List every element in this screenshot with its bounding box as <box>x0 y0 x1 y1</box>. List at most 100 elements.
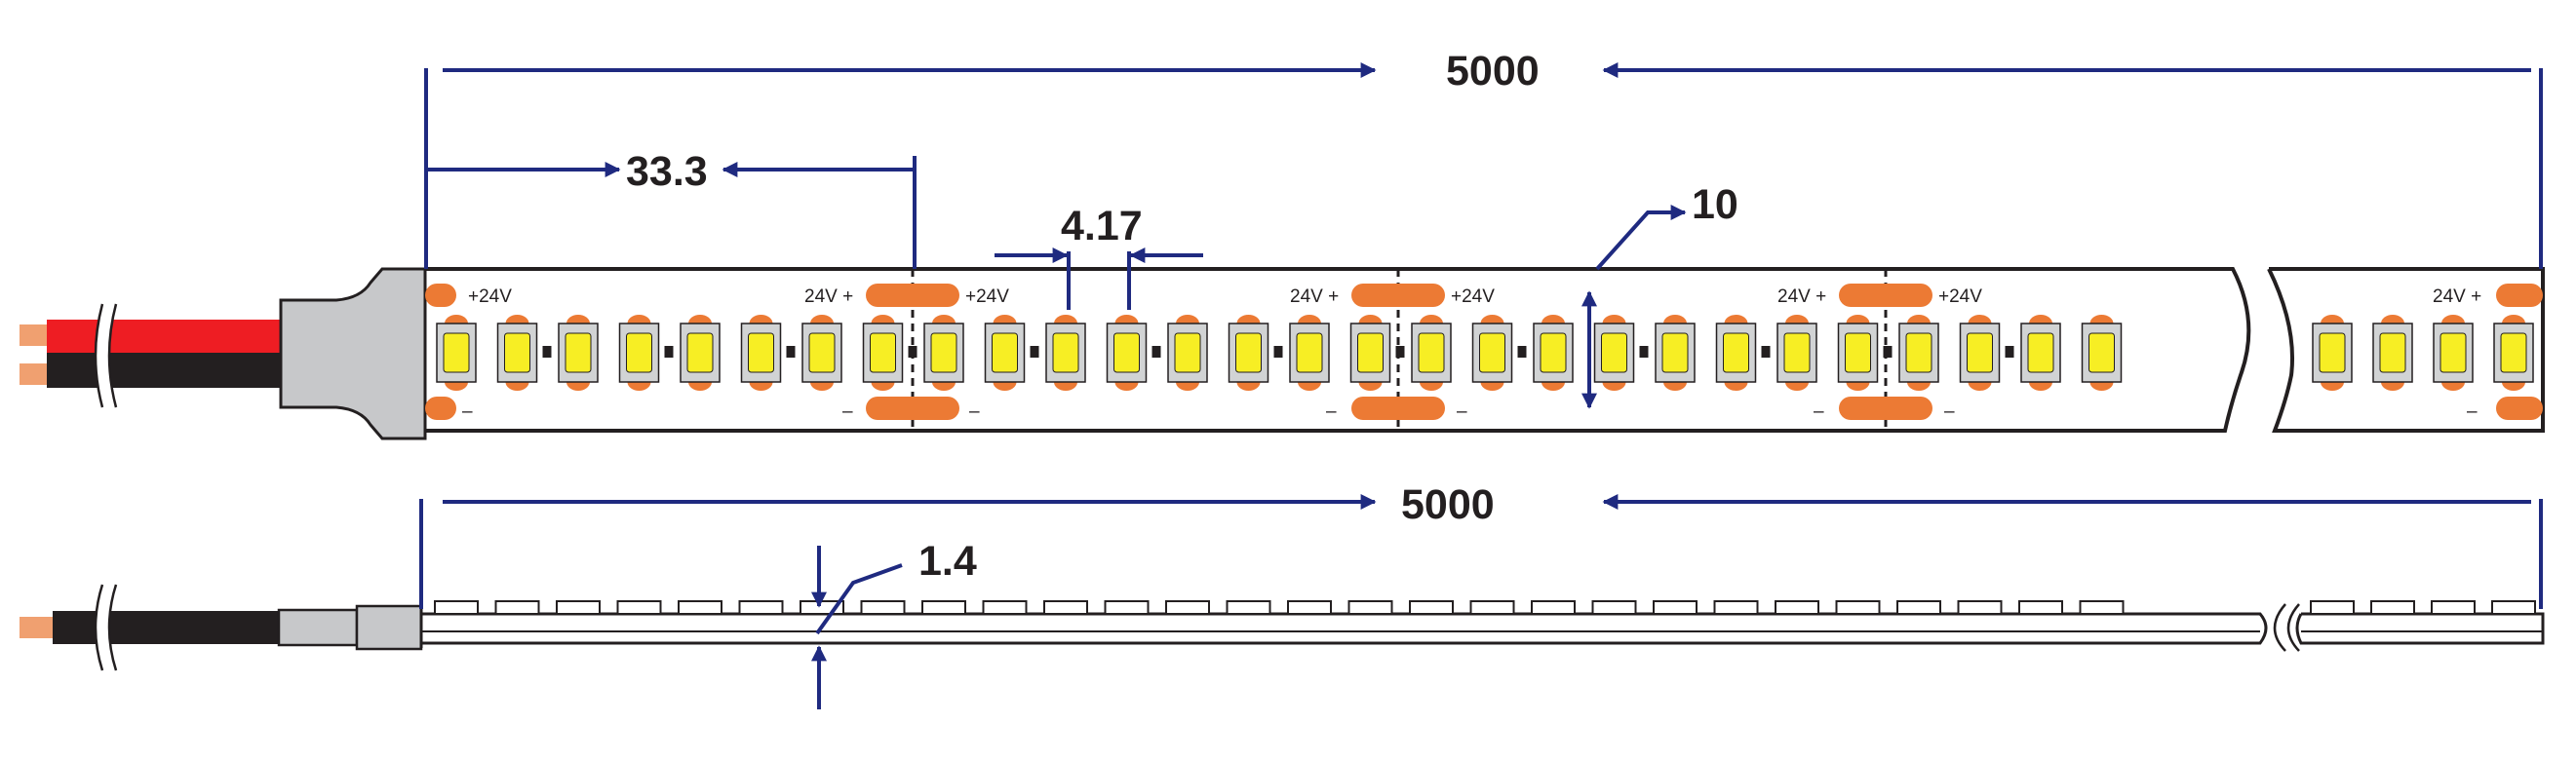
led-chip <box>740 315 782 391</box>
side-led-chip <box>738 600 784 615</box>
pad-label-positive: 24V + <box>1777 286 1826 307</box>
pad-label-positive: 24V + <box>2433 286 2481 307</box>
led-chip <box>436 315 477 391</box>
pad-label-positive: +24V <box>1938 286 1982 307</box>
side-led-chip <box>1957 600 2003 615</box>
side-cable <box>20 582 423 673</box>
resistor <box>2005 346 2014 358</box>
resistor <box>1517 346 1527 358</box>
strip-body <box>425 267 2545 433</box>
side-led-chip <box>1165 600 1210 615</box>
dimension-thickness: 1.4 <box>918 538 977 585</box>
pad-label-negative: – <box>1457 401 1467 422</box>
led-chip <box>1959 315 2001 391</box>
side-led-chip <box>1347 600 1393 615</box>
resistor <box>1883 346 1893 358</box>
led-chip <box>1411 315 1452 391</box>
led-chip <box>1045 315 1086 391</box>
led-chip <box>1533 315 1574 391</box>
led-chip <box>1167 315 1208 391</box>
led-chip <box>1349 315 1391 391</box>
led-chip <box>2081 315 2123 391</box>
pad-label-positive: +24V <box>965 286 1009 307</box>
led-chip <box>1593 315 1635 391</box>
dimension-total-length: 5000 <box>1446 48 1540 95</box>
resistor <box>1639 346 1649 358</box>
side-led-chip <box>434 600 479 615</box>
led-chip <box>618 315 660 391</box>
led-chips <box>436 315 2534 391</box>
led-chip <box>984 315 1026 391</box>
pad-label-positive: 24V + <box>804 286 853 307</box>
dimension-lines <box>419 62 2543 709</box>
led-chip <box>2312 315 2353 391</box>
side-led-chip <box>2431 600 2476 615</box>
pad-label-positive: +24V <box>468 286 512 307</box>
led-chip <box>862 315 904 391</box>
side-led-chip <box>860 600 906 615</box>
led-chip <box>1776 315 1817 391</box>
pad-label-negative: – <box>1326 401 1337 422</box>
resistor <box>542 346 552 358</box>
resistor <box>1273 346 1283 358</box>
side-led-chip <box>2079 600 2125 615</box>
led-chip <box>558 315 599 391</box>
side-led-chip <box>921 600 966 615</box>
wire-connector <box>279 267 427 440</box>
led-chip <box>2372 315 2413 391</box>
led-chip <box>1837 315 1879 391</box>
led-chip <box>2020 315 2061 391</box>
solder-pads <box>425 284 2543 420</box>
pad-label-negative: – <box>1814 401 1824 422</box>
led-chip <box>2493 315 2534 391</box>
power-wires <box>20 302 286 409</box>
dimension-cut-length: 33.3 <box>626 148 708 195</box>
pad-label-positive: 24V + <box>1290 286 1339 307</box>
led-chip <box>680 315 721 391</box>
pad-label-negative: – <box>2467 401 2478 422</box>
led-chip <box>1228 315 1269 391</box>
pad-label-negative: – <box>1944 401 1955 422</box>
pad-labels: +24V 24V + +24V 24V + +24V 24V + +24V 24… <box>462 286 2481 422</box>
dimension-width: 10 <box>1692 181 1738 228</box>
side-led-chip <box>1531 600 1576 615</box>
led-chip <box>1471 315 1513 391</box>
pad-label-negative: – <box>842 401 853 422</box>
resistor <box>664 346 674 358</box>
side-led-chip <box>1104 600 1150 615</box>
side-led-chip <box>1409 600 1454 615</box>
pad-label-negative: – <box>462 401 473 422</box>
side-led-chip <box>2310 600 2355 615</box>
led-chip <box>1715 315 1757 391</box>
resistor <box>1761 346 1771 358</box>
side-led-chip <box>1713 600 1759 615</box>
side-led-chip <box>1653 600 1698 615</box>
side-led-chip <box>2370 600 2415 615</box>
side-led-chip <box>1896 600 1941 615</box>
side-led-chip <box>2018 600 2063 615</box>
side-view <box>20 582 2545 673</box>
side-led-chip <box>1226 600 1271 615</box>
side-led-chip <box>1287 600 1332 615</box>
led-chip <box>1106 315 1148 391</box>
side-profile <box>419 599 2545 652</box>
side-led-chip <box>2491 600 2536 615</box>
side-led-chip <box>1835 600 1881 615</box>
led-chip <box>801 315 842 391</box>
dimension-side-length: 5000 <box>1401 481 1495 528</box>
side-led-chip <box>1043 600 1088 615</box>
resistor <box>1395 346 1405 358</box>
top-view: +24V 24V + +24V 24V + +24V 24V + +24V 24… <box>20 267 2545 440</box>
pad-label-positive: +24V <box>1451 286 1495 307</box>
side-led-chip <box>616 600 662 615</box>
led-chip <box>1655 315 1696 391</box>
led-chip <box>1289 315 1330 391</box>
side-led-chip <box>1469 600 1515 615</box>
side-led-chip <box>982 600 1028 615</box>
pad-label-negative: – <box>969 401 980 422</box>
side-led-chip <box>678 600 722 615</box>
dimension-led-pitch: 4.17 <box>1061 203 1143 249</box>
side-led-chip <box>1775 600 1819 615</box>
led-chip <box>1898 315 1939 391</box>
